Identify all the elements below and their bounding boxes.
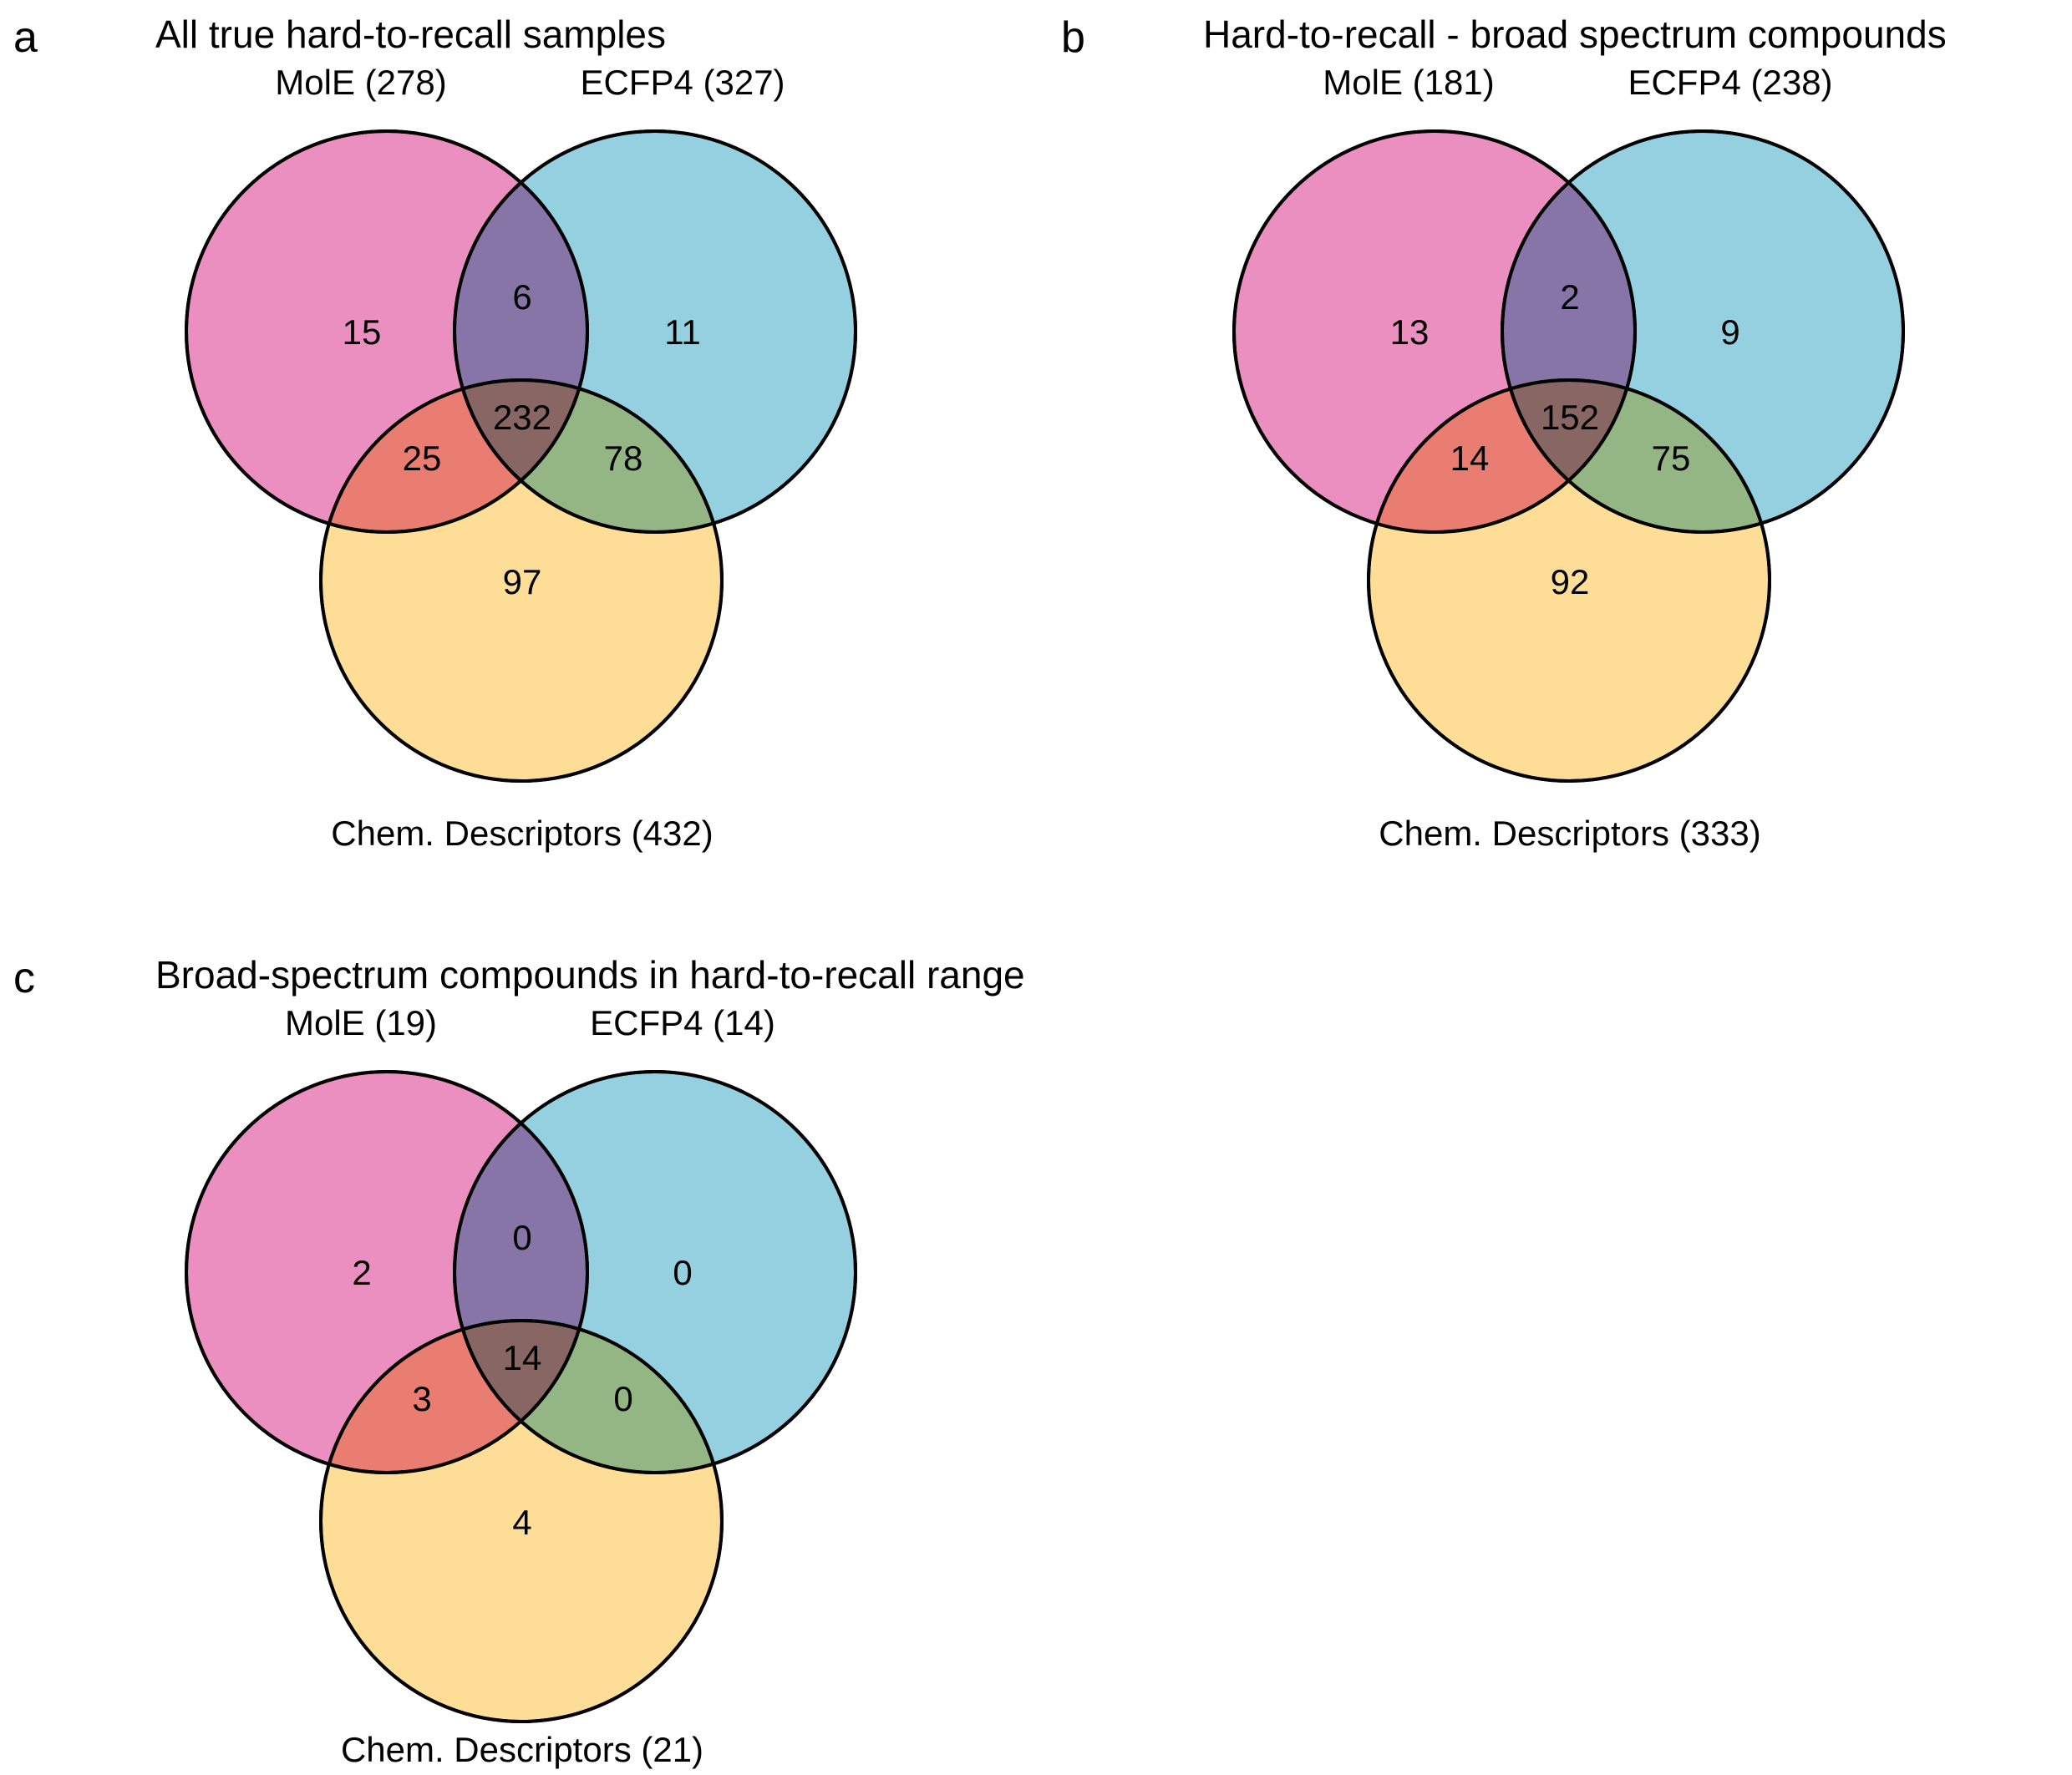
count-chem-only: 4 — [512, 1503, 531, 1542]
set-label-ecfp4: ECFP4 (14) — [590, 1003, 775, 1042]
set-label-chem-descriptors: Chem. Descriptors (432) — [331, 814, 713, 853]
circle-group — [185, 1070, 857, 1723]
set-label-mole: MolE (19) — [285, 1003, 437, 1042]
set-label-mole: MolE (278) — [275, 63, 446, 102]
venn-panel-b: b Hard-to-recall - broad spectrum compou… — [1061, 13, 1947, 853]
count-ecfp4-chem: 78 — [604, 439, 643, 478]
count-mole-chem: 25 — [403, 439, 442, 478]
set-label-ecfp4: ECFP4 (327) — [580, 63, 785, 102]
panel-letter: c — [13, 954, 35, 1002]
count-mole-ecfp4: 6 — [512, 277, 531, 317]
count-ecfp4-only: 0 — [673, 1253, 692, 1292]
circle-outlines — [185, 129, 857, 783]
panel-letter: b — [1061, 13, 1085, 62]
count-mole-chem: 3 — [412, 1379, 431, 1418]
circle-outlines — [185, 1070, 857, 1723]
set-label-chem-descriptors: Chem. Descriptors (21) — [341, 1730, 703, 1769]
count-mole-only: 15 — [343, 312, 382, 352]
outline-ecfp4 — [453, 1070, 857, 1474]
circle-outlines — [1232, 129, 1905, 783]
panel-title: Broad-spectrum compounds in hard-to-reca… — [155, 953, 1025, 997]
outline-chem-descriptors — [319, 378, 724, 783]
count-mole-only: 13 — [1390, 312, 1430, 352]
panel-title: Hard-to-recall - broad spectrum compound… — [1203, 13, 1947, 56]
outline-chem-descriptors — [319, 1319, 724, 1723]
count-ecfp4-only: 9 — [1720, 312, 1739, 352]
outline-ecfp4 — [453, 129, 857, 534]
count-mole-chem: 14 — [1450, 439, 1490, 478]
count-all-three: 152 — [1541, 398, 1599, 437]
count-all-three: 232 — [493, 398, 551, 437]
venn-panel-a: a All true hard-to-recall samples MolE (… — [13, 13, 857, 853]
set-label-ecfp4: ECFP4 (238) — [1628, 63, 1832, 102]
set-label-mole: MolE (181) — [1323, 63, 1494, 102]
outline-mole — [185, 129, 589, 534]
outline-mole — [185, 1070, 589, 1474]
count-ecfp4-only: 11 — [664, 312, 701, 352]
outline-chem-descriptors — [1367, 378, 1771, 783]
circle-group — [1232, 129, 1905, 783]
set-label-chem-descriptors: Chem. Descriptors (333) — [1379, 814, 1760, 853]
count-mole-ecfp4: 0 — [512, 1218, 531, 1257]
count-chem-only: 92 — [1551, 562, 1590, 601]
count-chem-only: 97 — [503, 562, 542, 601]
count-ecfp4-chem: 0 — [613, 1379, 632, 1418]
circle-group — [185, 129, 857, 783]
venn-panel-c: c Broad-spectrum compounds in hard-to-re… — [13, 953, 1025, 1769]
count-mole-ecfp4: 2 — [1560, 277, 1579, 317]
count-all-three: 14 — [503, 1338, 542, 1377]
outline-ecfp4 — [1501, 129, 1905, 534]
count-mole-only: 2 — [352, 1253, 371, 1292]
panel-title: All true hard-to-recall samples — [155, 13, 666, 56]
panel-letter: a — [13, 13, 38, 62]
outline-mole — [1232, 129, 1637, 534]
count-ecfp4-chem: 75 — [1652, 439, 1691, 478]
